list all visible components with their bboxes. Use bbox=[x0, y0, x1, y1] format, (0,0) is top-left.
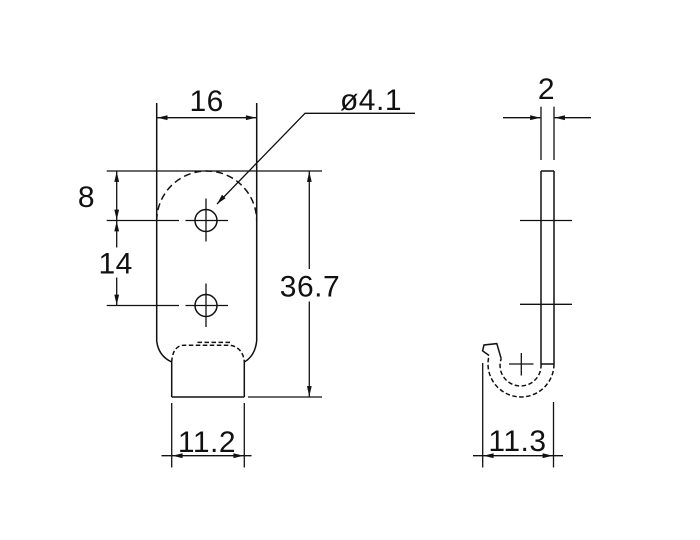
dim-8-arrow-bottom bbox=[114, 209, 120, 220]
front-left-neck-fillet bbox=[155, 340, 173, 363]
dim-14-arrow-top bbox=[114, 221, 120, 232]
front-bend-arch bbox=[170, 344, 246, 363]
dim-113-arrow-left bbox=[483, 453, 494, 459]
side-hook-inner-arc bbox=[499, 358, 542, 387]
dim-14-arrow-bottom bbox=[114, 294, 120, 305]
side-view: 2 11.3 bbox=[473, 73, 591, 468]
dim-2-label: 2 bbox=[538, 73, 555, 106]
dim-16-label: 16 bbox=[190, 85, 224, 118]
dim-hole-spacing-14: 14 bbox=[99, 220, 133, 306]
dim-112-arrow-left bbox=[172, 453, 183, 459]
dim-2-arrow-right bbox=[554, 115, 565, 121]
dim-14-label: 14 bbox=[99, 248, 133, 281]
dim-16-arrow-right bbox=[245, 115, 257, 121]
dim-width-16: 16 bbox=[156, 85, 257, 121]
dim-hole-leader-arrow bbox=[217, 194, 226, 204]
dim-367-arrow-top bbox=[306, 171, 312, 182]
dim-8-arrow-top bbox=[114, 171, 120, 182]
side-hook-outer-arc bbox=[487, 355, 555, 398]
dim-top-to-hole-8: 8 bbox=[78, 171, 120, 221]
dim-367-arrow-bottom bbox=[306, 386, 312, 397]
dim-hole-diameter: ø4.1 bbox=[216, 84, 415, 205]
dim-hook-width-11-3: 11.3 bbox=[473, 363, 563, 468]
dim-height-36-7: 36.7 bbox=[280, 171, 340, 397]
dim-112-arrow-right bbox=[233, 453, 244, 459]
front-right-neck-fillet bbox=[243, 340, 258, 363]
dim-367-label: 36.7 bbox=[280, 271, 340, 304]
dim-tab-width-11-2: 11.2 bbox=[161, 403, 252, 468]
side-hook-tip-cap bbox=[481, 342, 502, 359]
dim-2-arrow-left bbox=[530, 115, 541, 121]
dim-8-label: 8 bbox=[78, 181, 95, 214]
dim-112-label: 11.2 bbox=[178, 426, 236, 459]
front-view: 16 ø4.1 8 14 36.7 bbox=[78, 84, 415, 468]
dim-16-arrow-left bbox=[157, 115, 168, 121]
dim-113-label: 11.3 bbox=[488, 425, 546, 458]
dim-hole-diameter-label: ø4.1 bbox=[340, 84, 402, 117]
dim-113-arrow-right bbox=[542, 453, 553, 459]
dim-hole-leader-line bbox=[216, 112, 415, 205]
dim-thickness-2: 2 bbox=[503, 73, 591, 160]
